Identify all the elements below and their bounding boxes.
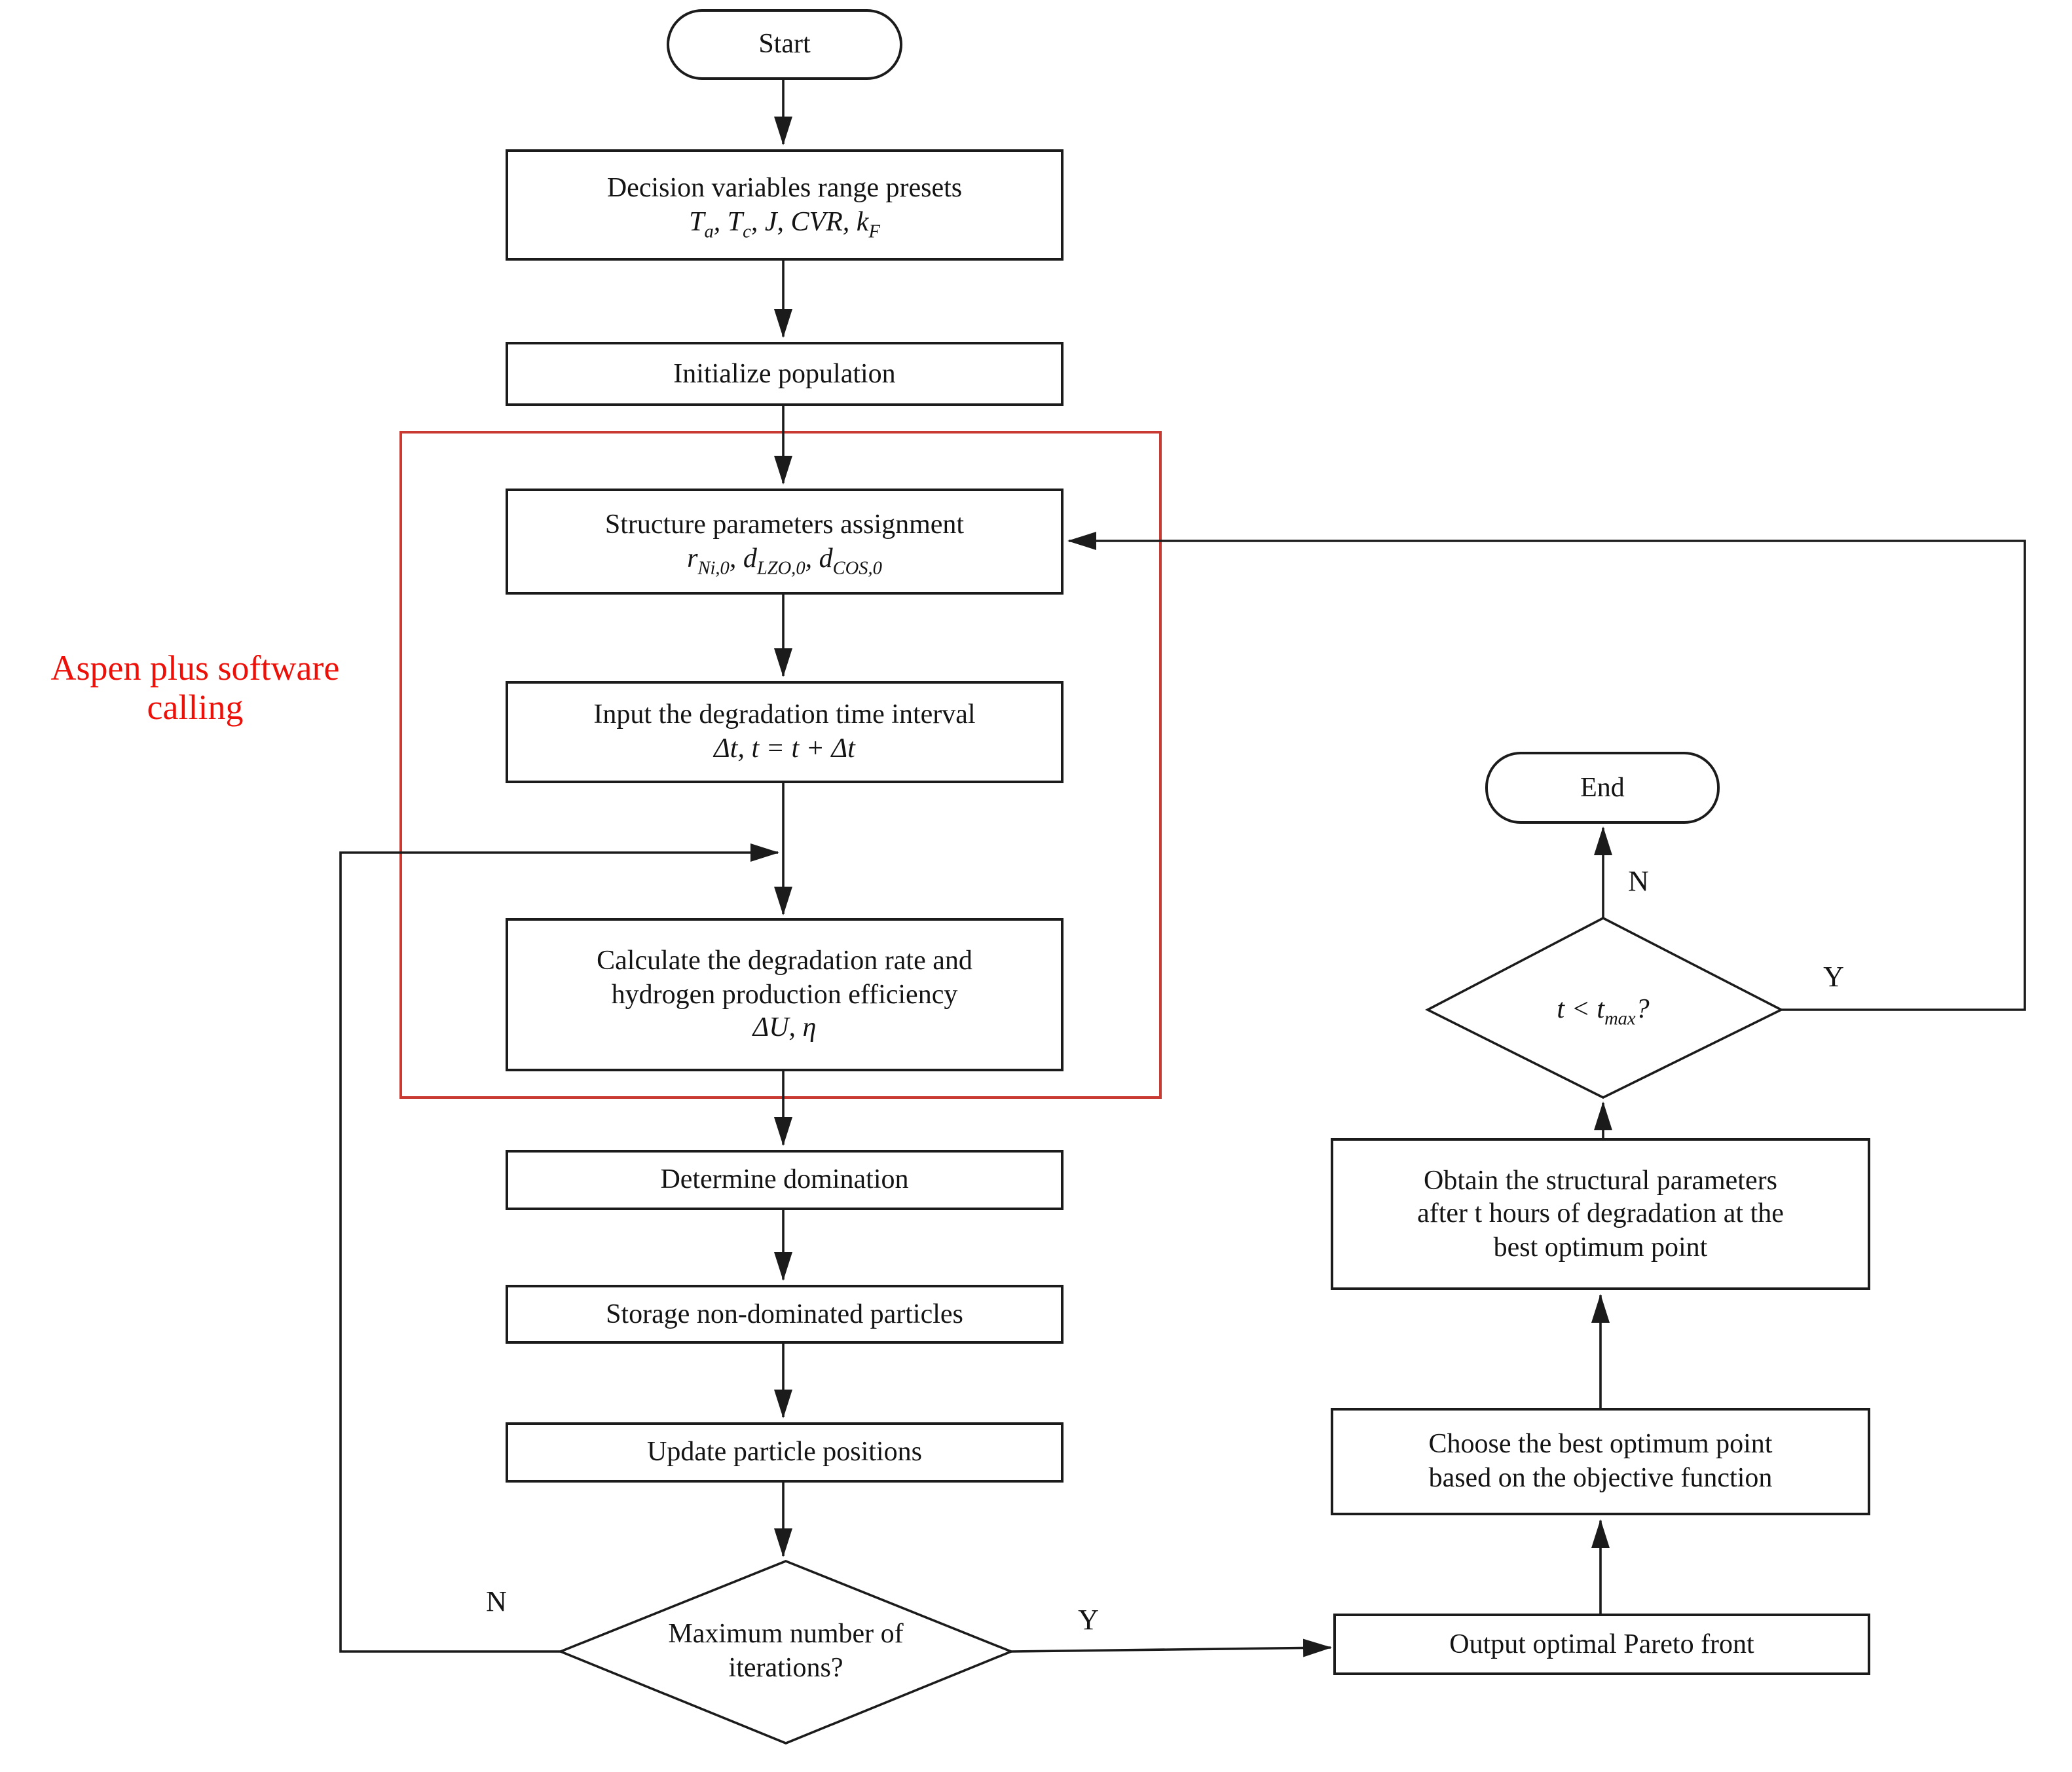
input-time-interval-formula: Δt, t = t + Δt: [714, 732, 855, 764]
loop-maxiter-no: [339, 843, 779, 1653]
branch-label-maxiter-yes: Y: [1078, 1603, 1099, 1636]
structure-parameters-line1: Structure parameters assignment: [604, 508, 965, 540]
branch-label-maxiter-no: N: [486, 1585, 507, 1617]
decision-variables-line1: Decision variables range presets: [606, 171, 963, 203]
choose-optimum-line1: Choose the best optimum point: [1428, 1428, 1773, 1460]
node-end: End: [1487, 753, 1718, 822]
storage-particles-label: Storage non-dominated particles: [606, 1297, 963, 1329]
node-obtain-parameters: Obtain the structural parameters after t…: [1331, 1138, 1870, 1290]
branch-label-timecheck-yes: Y: [1823, 960, 1844, 993]
node-determine-domination: Determine domination: [506, 1150, 1064, 1210]
decision-max-iterations: Maximum number of iterations?: [600, 1585, 972, 1718]
calculate-degradation-formula: ΔU, η: [752, 1011, 817, 1043]
input-time-interval-line1: Input the degradation time interval: [593, 698, 976, 730]
obtain-parameters-line2: after t hours of degradation at the: [1417, 1197, 1784, 1229]
node-structure-parameters: Structure parameters assignment rNi,0, d…: [506, 489, 1064, 595]
node-decision-variables: Decision variables range presets Ta, Tc,…: [506, 149, 1064, 261]
output-pareto-label: Output optimal Pareto front: [1449, 1627, 1754, 1659]
choose-optimum-line2: based on the objective function: [1428, 1462, 1773, 1493]
max-iterations-line2: iterations?: [728, 1652, 843, 1683]
determine-domination-label: Determine domination: [660, 1163, 909, 1195]
node-start: Start: [668, 10, 901, 79]
start-label: Start: [758, 28, 811, 60]
initialize-population-label: Initialize population: [673, 357, 896, 389]
node-output-pareto: Output optimal Pareto front: [1333, 1614, 1870, 1675]
branch-label-timecheck-no: N: [1628, 864, 1649, 897]
decision-time-check: t < tmax?: [1454, 967, 1752, 1053]
node-storage-particles: Storage non-dominated particles: [506, 1285, 1064, 1344]
max-iterations-diamond-shape: [557, 1560, 1014, 1744]
calculate-degradation-line1: Calculate the degradation rate and: [597, 944, 972, 976]
branch-maxiter-yes: [1010, 1638, 1332, 1657]
end-label: End: [1580, 771, 1625, 803]
end-terminator-shape: [1485, 752, 1720, 824]
start-terminator-shape: [667, 9, 902, 80]
node-initialize-population: Initialize population: [506, 342, 1064, 406]
calculate-degradation-line2: hydrogen production efficiency: [611, 978, 958, 1010]
loop-timecheck-yes: [1067, 532, 2026, 1011]
max-iterations-line1: Maximum number of: [668, 1617, 904, 1650]
node-input-time-interval: Input the degradation time interval Δt, …: [506, 681, 1064, 783]
aspen-callout-line2: calling: [147, 688, 244, 728]
aspen-region-box: [399, 431, 1162, 1099]
obtain-parameters-line1: Obtain the structural parameters: [1424, 1164, 1777, 1196]
node-choose-optimum: Choose the best optimum point based on t…: [1331, 1408, 1870, 1515]
node-calculate-degradation: Calculate the degradation rate and hydro…: [506, 918, 1064, 1071]
obtain-parameters-line3: best optimum point: [1493, 1230, 1708, 1263]
update-positions-label: Update particle positions: [647, 1435, 922, 1467]
structure-parameters-formula: rNi,0, dLZO,0, dCOS,0: [687, 542, 882, 579]
decision-variables-formula: Ta, Tc, J, CVR, kF: [689, 205, 880, 242]
time-check-formula: t < tmax?: [1557, 993, 1650, 1030]
node-update-positions: Update particle positions: [506, 1422, 1064, 1483]
time-check-diamond-shape: [1425, 916, 1785, 1099]
aspen-callout-label: Aspen plus software calling: [10, 648, 380, 728]
aspen-callout-line1: Aspen plus software: [50, 648, 340, 688]
